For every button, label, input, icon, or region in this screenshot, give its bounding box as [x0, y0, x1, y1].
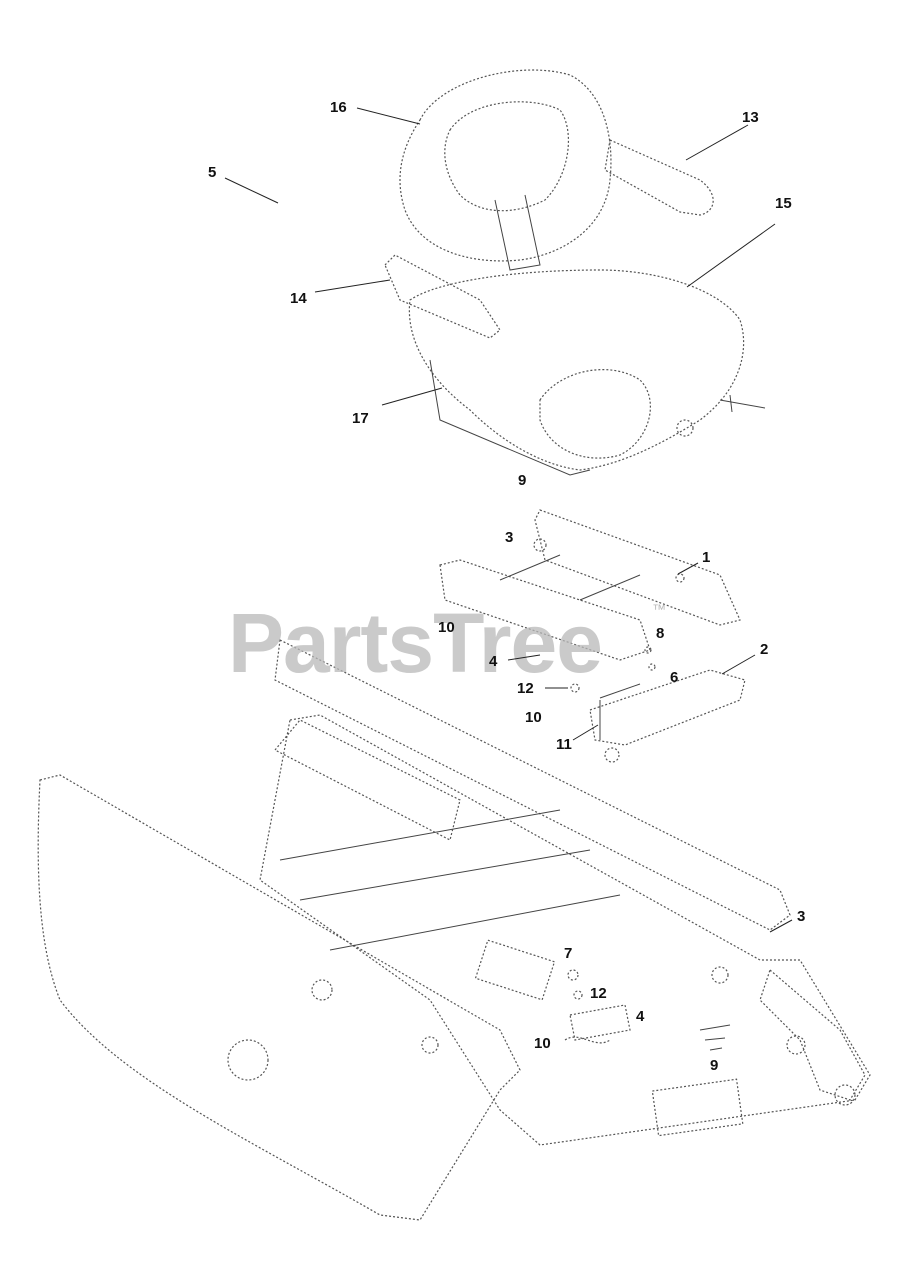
callout-3-upper: 3: [505, 529, 513, 546]
callout-10-middle: 10: [525, 709, 542, 726]
spring-10: [564, 1036, 611, 1044]
mounting-plate-upper: [534, 509, 741, 626]
callout-8: 8: [656, 625, 664, 642]
frame-box: [274, 719, 461, 841]
rail-bushing: [604, 747, 620, 763]
washer-12b: [573, 990, 583, 1000]
callout-4-upper: 4: [489, 653, 498, 670]
callout-2: 2: [760, 641, 768, 658]
callout-9-upper: 9: [518, 472, 526, 489]
pivot-pin: [834, 1084, 856, 1106]
callout-13: 13: [742, 109, 759, 126]
armrest-left: [384, 254, 501, 339]
bolt-3: [533, 538, 547, 552]
mounting-plate-lower: [439, 559, 651, 661]
leader-lines: [224, 107, 793, 933]
callout-12-upper: 12: [517, 680, 534, 697]
adjustment-lever: [719, 394, 766, 413]
washer-12: [570, 683, 580, 693]
callout-14: 14: [290, 290, 307, 307]
frame-hole-2: [311, 979, 333, 1001]
watermark-trademark: ™: [652, 601, 666, 617]
spring-9: [699, 1024, 731, 1051]
backrest-inner: [444, 101, 570, 212]
frame-hole-1: [227, 1039, 269, 1081]
bolt-7: [567, 969, 579, 981]
callout-4-lower: 4: [636, 1008, 645, 1025]
seat-assembly: [384, 69, 766, 476]
latch-plate: [651, 1078, 744, 1137]
chassis-frame: [37, 639, 871, 1221]
nut-8: [644, 646, 652, 654]
rail-rod: [599, 683, 641, 699]
backrest-center-strip: [494, 194, 541, 271]
callout-12-lower: 12: [590, 985, 607, 1002]
pivot-bracket: [474, 939, 556, 1001]
callout-16: 16: [330, 99, 347, 116]
callout-10-upper: 10: [438, 619, 455, 636]
seat-base: [429, 359, 591, 476]
clamp-4: [569, 1004, 631, 1041]
seat-cushion: [408, 269, 745, 471]
callouts: 16 13 5 15 14 17 9 3 1 10 8 2 4 6 12 10 …: [208, 99, 805, 1074]
washer-6: [648, 663, 656, 671]
callout-6: 6: [670, 669, 678, 686]
callout-9-lower: 9: [710, 1057, 718, 1074]
frame-hole-3: [421, 1036, 439, 1054]
callout-3-lower: 3: [797, 908, 805, 925]
watermark-text: PartsTree: [228, 596, 602, 690]
slide-rail: [589, 669, 746, 746]
callout-11: 11: [556, 736, 572, 753]
side-plate-left: [37, 774, 521, 1221]
frame-hole-5: [711, 966, 729, 984]
armrest-right: [604, 139, 714, 216]
cushion-front-roll: [539, 369, 651, 459]
callout-5: 5: [208, 164, 216, 181]
callout-10-lower: 10: [534, 1035, 551, 1052]
frame-rail: [274, 639, 791, 931]
frame-deck: [259, 714, 871, 1146]
seat-mounting-bracket: [439, 509, 746, 763]
callout-17: 17: [352, 410, 369, 427]
knob: [676, 419, 694, 437]
seat-backrest: [399, 69, 612, 262]
cross-member: [499, 554, 641, 601]
rear-pivot: [759, 968, 866, 1101]
frame-hole-4: [786, 1035, 806, 1055]
callout-7: 7: [564, 945, 572, 962]
bolt-1: [675, 573, 685, 583]
callout-1: 1: [702, 549, 710, 566]
crossbar-1: [279, 809, 621, 951]
callout-15: 15: [775, 195, 792, 212]
